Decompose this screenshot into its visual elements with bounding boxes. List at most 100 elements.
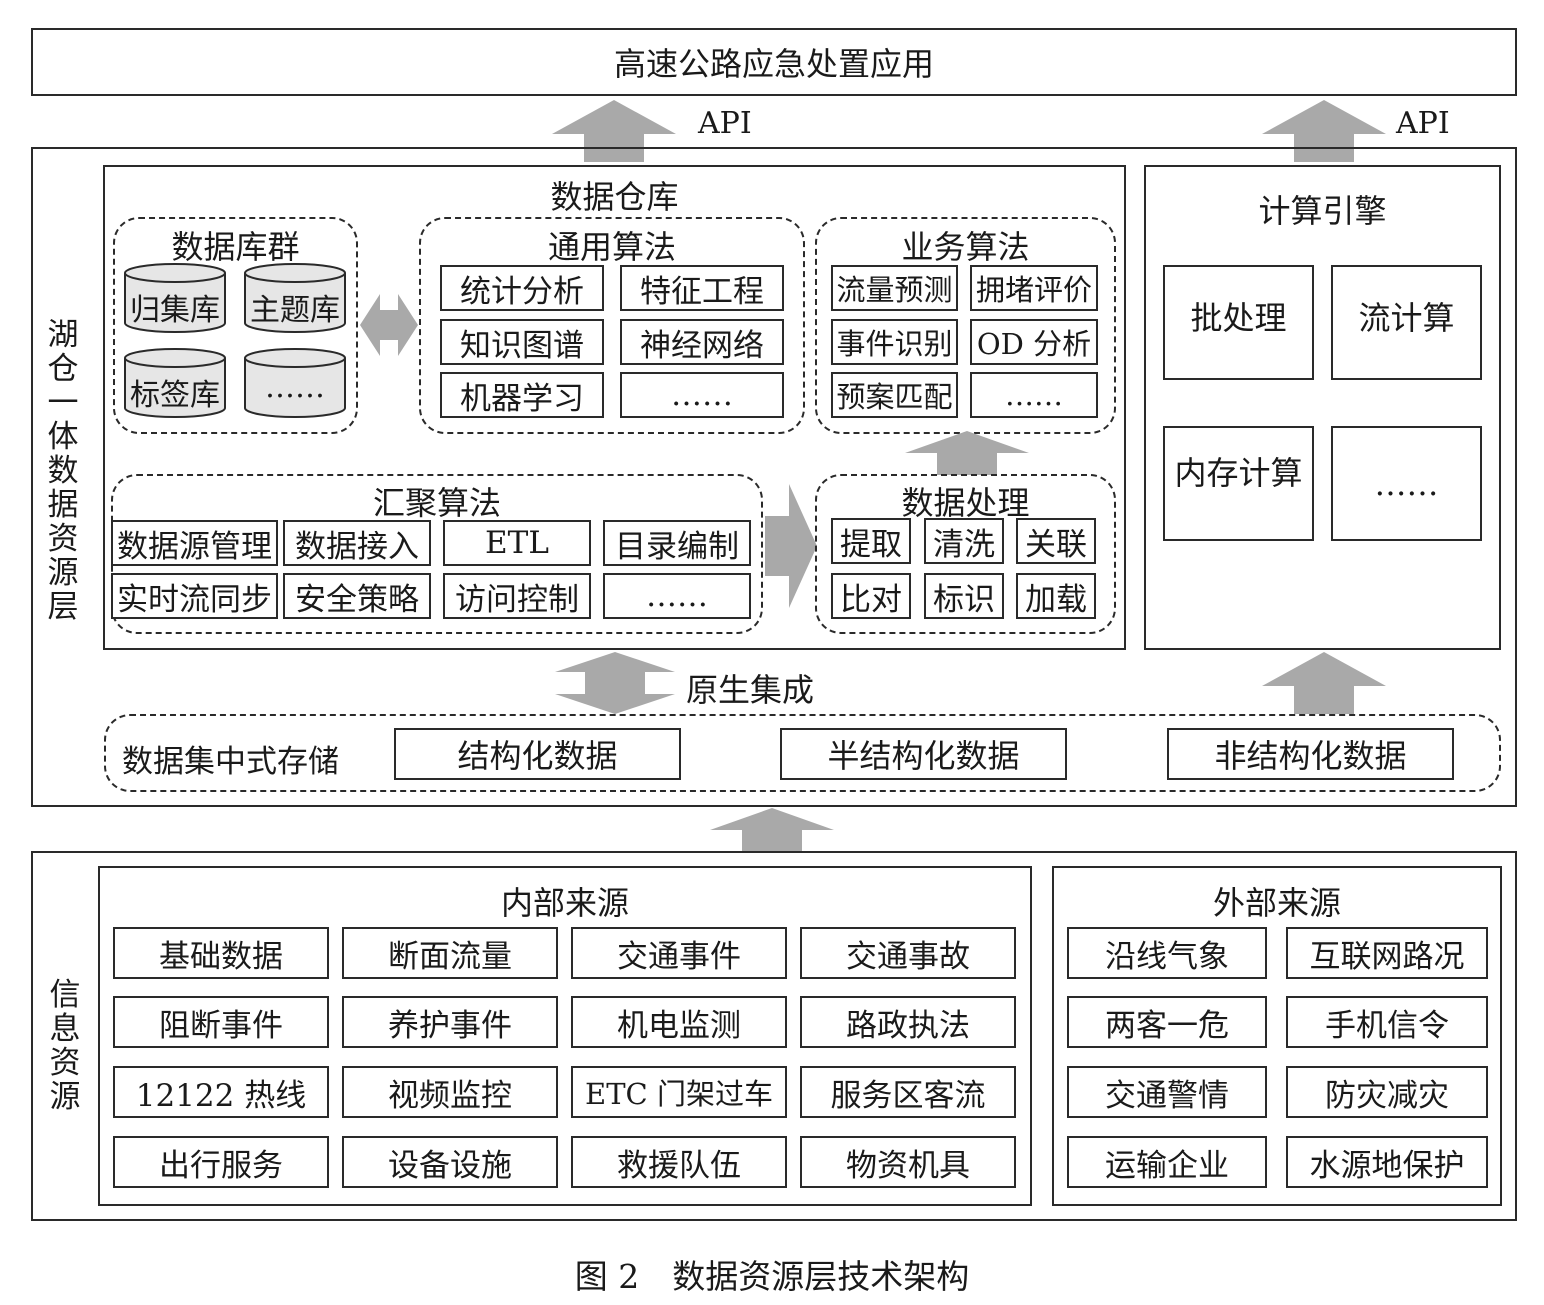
storage-item: 非结构化数据 <box>1167 728 1454 780</box>
up-arrow-compute <box>1262 652 1386 714</box>
general-algo-item: 机器学习 <box>440 372 604 418</box>
business-algo-title: 业务算法 <box>901 228 1030 266</box>
data-warehouse-title: 数据仓库 <box>550 178 679 216</box>
cylinder-more-db-label: …… <box>265 370 325 405</box>
internal-source-item: 交通事故 <box>800 927 1016 979</box>
internal-source-item: 视频监控 <box>342 1066 558 1118</box>
up-arrow-processing <box>905 431 1029 475</box>
right-arrow-aggregation <box>765 484 817 608</box>
compute-engine-title: 计算引擎 <box>1258 192 1387 230</box>
internal-source-item: 服务区客流 <box>800 1066 1016 1118</box>
internal-source-item: 物资机具 <box>800 1136 1016 1188</box>
figure-caption: 图 2 数据资源层技术架构 <box>574 1257 970 1296</box>
internal-source-item: 出行服务 <box>113 1136 329 1188</box>
cylinder-topic-db <box>244 263 346 333</box>
compute-engine-item: 批处理 <box>1163 265 1314 380</box>
aggregation-algo-item: 实时流同步 <box>111 573 278 619</box>
business-algo-item: 预案匹配 <box>831 372 958 418</box>
api-label-right: API <box>1396 106 1450 141</box>
cylinder-more-db <box>244 348 346 418</box>
centralized-storage <box>104 714 1501 792</box>
internal-source-item: 12122 热线 <box>113 1066 329 1118</box>
internal-sources-title: 内部来源 <box>500 884 629 922</box>
db-group <box>113 217 358 434</box>
aggregation-algo-item: 数据源管理 <box>111 520 278 566</box>
compute-engine <box>1144 165 1501 650</box>
native-integration-label: 原生集成 <box>686 671 815 709</box>
centralized-storage-title: 数据集中式存储 <box>122 744 339 780</box>
general-algo-group <box>419 217 805 434</box>
business-algo-item: …… <box>970 372 1098 418</box>
api-arrow-right <box>1262 100 1386 162</box>
general-algo-item: 统计分析 <box>440 265 604 311</box>
data-processing-title: 数据处理 <box>901 484 1030 522</box>
cylinder-tag-db <box>124 348 226 418</box>
aggregation-algo-item: 安全策略 <box>283 573 431 619</box>
cylinder-topic-db-label: 主题库 <box>250 293 340 328</box>
lakehouse-layer <box>31 147 1517 807</box>
aggregation-algo-title: 汇聚算法 <box>372 484 501 522</box>
compute-engine-item: …… <box>1331 426 1482 541</box>
data-processing-item: 加载 <box>1016 573 1096 619</box>
general-algo-item: …… <box>620 372 784 418</box>
info-sources-vertical-label: 信息资源 <box>49 977 81 1115</box>
internal-source-item: 设备设施 <box>342 1136 558 1188</box>
compute-engine-item: 流计算 <box>1331 265 1482 380</box>
external-sources-title: 外部来源 <box>1212 884 1341 922</box>
data-processing-item: 标识 <box>924 573 1004 619</box>
internal-source-item: 断面流量 <box>342 927 558 979</box>
external-source-item: 手机信令 <box>1286 996 1488 1048</box>
internal-source-item: 养护事件 <box>342 996 558 1048</box>
external-sources <box>1052 866 1502 1206</box>
lakehouse-vertical-label: 湖仓一体数据资源层 <box>47 317 79 625</box>
external-source-item: 水源地保护 <box>1286 1136 1488 1188</box>
db-group-title: 数据库群 <box>171 228 300 266</box>
internal-sources <box>98 866 1032 1206</box>
data-processing-item: 提取 <box>831 518 911 564</box>
storage-item: 结构化数据 <box>394 728 681 780</box>
info-sources-layer <box>31 851 1517 1221</box>
external-source-item: 运输企业 <box>1067 1136 1267 1188</box>
general-algo-item: 特征工程 <box>620 265 784 311</box>
data-processing-group <box>815 474 1116 634</box>
general-algo-item: 知识图谱 <box>440 319 604 365</box>
application-label: 高速公路应急处置应用 <box>613 45 934 83</box>
data-processing-item: 关联 <box>1016 518 1096 564</box>
api-arrow-left <box>552 100 676 162</box>
internal-source-item: ETC 门架过车 <box>571 1066 787 1118</box>
internal-source-item: 路政执法 <box>800 996 1016 1048</box>
external-source-item: 交通警情 <box>1067 1066 1267 1118</box>
aggregation-algo-item: 数据接入 <box>283 520 431 566</box>
data-processing-item: 清洗 <box>924 518 1004 564</box>
cylinder-collect-db <box>124 263 226 333</box>
internal-source-item: 基础数据 <box>113 927 329 979</box>
business-algo-item: 拥堵评价 <box>970 265 1098 311</box>
external-source-item: 防灾减灾 <box>1286 1066 1488 1118</box>
business-algo-item: OD 分析 <box>970 319 1098 365</box>
data-warehouse <box>103 165 1126 650</box>
storage-item: 半结构化数据 <box>780 728 1067 780</box>
double-vertical-arrow-icon <box>555 652 675 714</box>
aggregation-algo-item: ETL <box>443 520 591 566</box>
cylinder-collect-db-label: 归集库 <box>130 293 220 328</box>
application-box: 高速公路应急处置应用 <box>31 28 1517 96</box>
internal-source-item: 阻断事件 <box>113 996 329 1048</box>
aggregation-algo-item: 访问控制 <box>443 573 591 619</box>
internal-source-item: 机电监测 <box>571 996 787 1048</box>
compute-engine-item: 内存计算 <box>1163 426 1314 541</box>
internal-source-item: 救援队伍 <box>571 1136 787 1188</box>
external-source-item: 沿线气象 <box>1067 927 1267 979</box>
general-algo-item: 神经网络 <box>620 319 784 365</box>
internal-source-item: 交通事件 <box>571 927 787 979</box>
external-source-item: 两客一危 <box>1067 996 1267 1048</box>
double-arrow-icon <box>360 294 418 356</box>
aggregation-algo-item: …… <box>603 573 751 619</box>
external-source-item: 互联网路况 <box>1286 927 1488 979</box>
cylinder-tag-db-label: 标签库 <box>130 378 220 413</box>
aggregation-algo-item: 目录编制 <box>603 520 751 566</box>
data-processing-item: 比对 <box>831 573 911 619</box>
general-algo-title: 通用算法 <box>547 228 676 266</box>
business-algo-item: 流量预测 <box>831 265 958 311</box>
api-label-left: API <box>698 106 752 141</box>
up-arrow-sources <box>710 808 834 852</box>
